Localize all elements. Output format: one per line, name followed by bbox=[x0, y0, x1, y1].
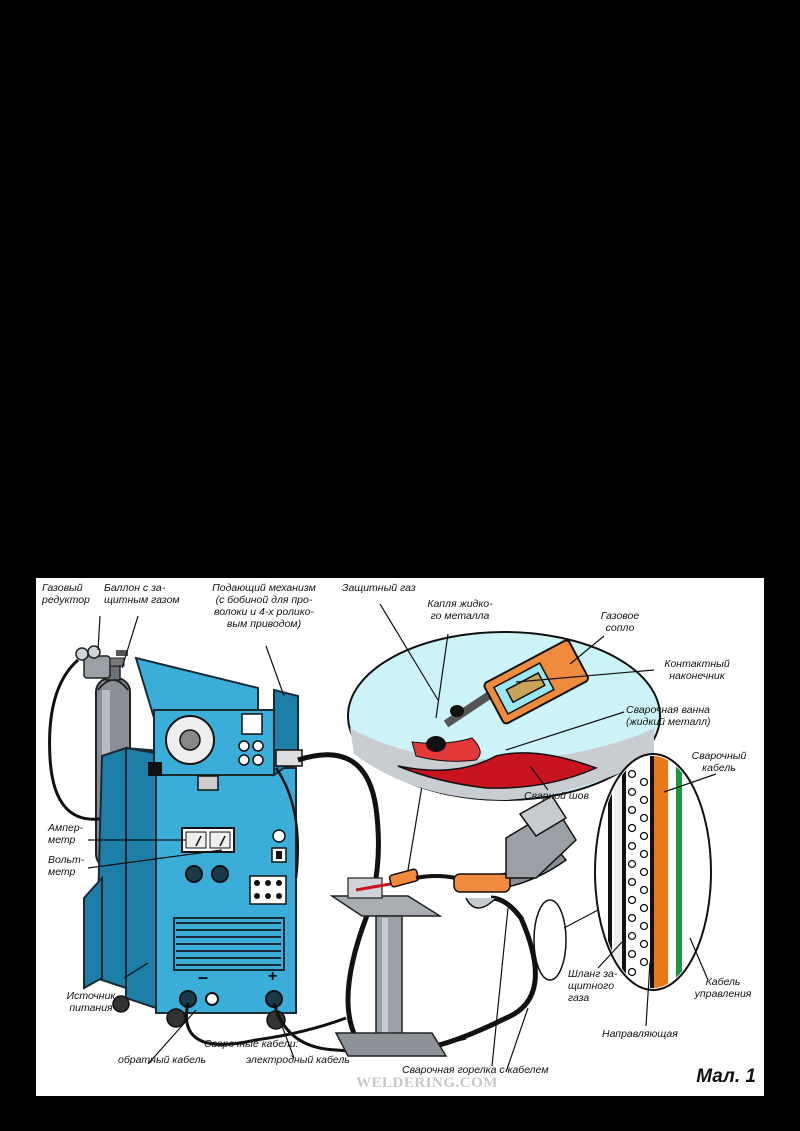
label-weld-pool: Сварочная ванна (жидкий металл) bbox=[626, 704, 711, 728]
label-guide: Направляющая bbox=[602, 1028, 678, 1040]
label-electrode-cable: электродный кабель bbox=[246, 1054, 350, 1066]
label-power-source: Источник питания bbox=[66, 990, 116, 1014]
label-welding-cable: Сварочный кабель bbox=[691, 750, 747, 774]
label-gas-reducer: Газовый редуктор bbox=[42, 582, 90, 606]
label-metal-drop: Капля жидко- го металла bbox=[427, 598, 493, 622]
watermark: WELDERING.COM bbox=[356, 1075, 498, 1091]
label-gas-nozzle: Газовое сопло bbox=[600, 610, 640, 634]
label-plus-terminal: + bbox=[268, 968, 278, 985]
label-voltmeter: Вольт- метр bbox=[48, 854, 85, 878]
label-weld-seam: Сварной шов bbox=[524, 790, 589, 802]
work-table bbox=[329, 877, 448, 1057]
diagram-drawing bbox=[48, 603, 717, 1073]
label-minus-terminal: – bbox=[198, 967, 209, 987]
label-return-cable: обратный кабель bbox=[118, 1054, 207, 1066]
gas-reducer bbox=[75, 645, 128, 679]
label-wire-feeder: Подающий механизм (с бобиной для про- во… bbox=[212, 582, 316, 630]
label-gas-cylinder: Баллон с за- щитным газом bbox=[104, 582, 180, 606]
cable-cross-section bbox=[594, 753, 712, 991]
wire-feeder bbox=[134, 656, 303, 791]
figure-number: Мал. 1 bbox=[696, 1066, 756, 1087]
welding-torch bbox=[388, 794, 577, 909]
label-torch-with-cable: Сварочная горелка с кабелем bbox=[402, 1064, 549, 1076]
label-gas-hose: Шланг за- щитного газа bbox=[568, 968, 618, 1004]
label-contact-tip: Контактный наконечник bbox=[664, 658, 730, 682]
label-shield-gas: Защитный газ bbox=[342, 582, 416, 594]
weld-zone-zoom bbox=[347, 631, 661, 801]
label-welding-cables: Сварочные кабели: bbox=[204, 1038, 299, 1050]
power-source bbox=[83, 746, 297, 1030]
welding-setup-diagram: Газовый редуктор Баллон с за- щитным газ… bbox=[36, 578, 764, 1096]
label-ammeter: Ампер- метр bbox=[48, 822, 84, 846]
label-control-cable: Кабель управления bbox=[694, 976, 752, 1000]
